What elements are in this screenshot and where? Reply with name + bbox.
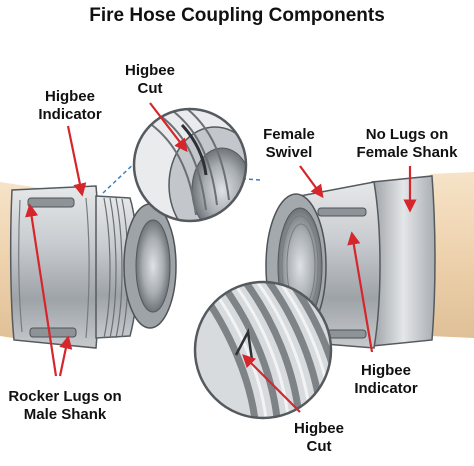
arrow-female-swivel xyxy=(299,165,324,199)
rocker-lug-bottom xyxy=(29,327,77,338)
arrow-rocker-lug-bottom xyxy=(58,335,73,377)
arrow-higbee-cut-bottom xyxy=(242,354,301,413)
arrow-rocker-lug-top xyxy=(25,203,58,377)
arrow-higbee-indicator-right xyxy=(347,231,374,353)
arrow-higbee-indicator-left xyxy=(66,125,87,197)
female-shank xyxy=(371,175,436,347)
magnifier-bottom xyxy=(193,280,333,420)
rocker-lug-top xyxy=(27,197,75,208)
right-hose xyxy=(430,172,474,338)
callout-arrows xyxy=(25,102,417,413)
diagram-title: Fire Hose Coupling Components xyxy=(89,5,385,26)
magnifier-top xyxy=(132,107,248,223)
arrow-higbee-cut-top xyxy=(149,102,188,153)
male-shank xyxy=(9,185,100,349)
